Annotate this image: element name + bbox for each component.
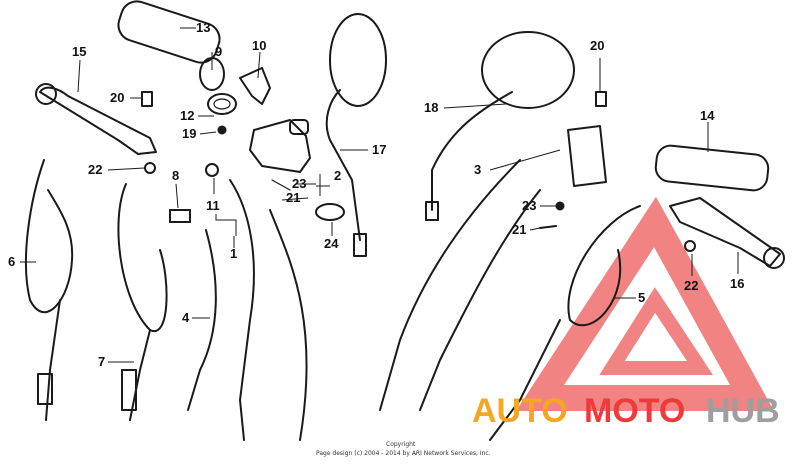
callout-9: 9	[215, 44, 222, 59]
callout-20-right: 20	[590, 38, 604, 53]
callout-17: 17	[372, 142, 386, 157]
part-2-switch-housing	[249, 119, 311, 191]
callout-1: 1	[230, 246, 237, 261]
part-17-left-mirror	[325, 13, 387, 257]
watermark-moto: MOTO	[584, 392, 685, 430]
callout-labels: 13 9 10 15 20 12 19 22 8 11 1 4 6 7 23 2…	[8, 20, 744, 369]
part-1-wire-harness	[229, 179, 308, 441]
part-10-bracket	[239, 67, 271, 105]
part-19-screw	[217, 125, 227, 135]
part-11-clip	[205, 163, 219, 177]
watermark-text: AUTO MOTO HUB	[472, 392, 780, 430]
callout-16: 16	[730, 276, 744, 291]
callout-13: 13	[196, 20, 210, 35]
part-20-bolt	[141, 91, 153, 107]
callout-23-left: 23	[292, 176, 306, 191]
part-4-choke-cable	[187, 229, 217, 411]
callout-24: 24	[324, 236, 339, 251]
callout-2: 2	[334, 168, 341, 183]
callout-22-right: 22	[684, 278, 698, 293]
part-7-throttle-cable	[117, 183, 168, 421]
part-6-clutch-cable	[24, 159, 74, 421]
watermark-logo	[515, 196, 775, 411]
watermark-auto: AUTO	[472, 392, 568, 430]
copyright-line-2: Page design (c) 2004 - 2014 by ARI Netwo…	[316, 450, 491, 457]
part-18-right-mirror	[425, 31, 575, 221]
callout-18: 18	[424, 100, 438, 115]
part-22-nut	[144, 162, 156, 174]
copyright-line-1: Copyright	[386, 441, 416, 448]
part-12-throttle-collar	[207, 93, 237, 115]
part-8-clip	[169, 209, 191, 223]
callout-8: 8	[172, 168, 179, 183]
callout-14: 14	[700, 108, 715, 123]
watermark-hub: HUB	[706, 392, 780, 430]
callout-23-right: 23	[522, 198, 536, 213]
callout-22-left: 22	[88, 162, 102, 177]
leader-lines	[20, 27, 739, 363]
part-15-clutch-lever	[35, 83, 157, 155]
callout-10: 10	[252, 38, 266, 53]
callout-19: 19	[182, 126, 196, 141]
part-16-brake-lever	[669, 197, 785, 269]
part-23-bolt	[555, 201, 565, 211]
callout-5: 5	[638, 290, 645, 305]
callout-11: 11	[206, 198, 220, 213]
callout-4: 4	[182, 310, 190, 325]
part-13-left-grip	[117, 0, 225, 91]
part-20-bolt-right	[595, 91, 607, 107]
callout-12: 12	[180, 108, 194, 123]
part-24-clamp	[315, 203, 345, 221]
callout-15: 15	[72, 44, 86, 59]
callout-7: 7	[98, 354, 105, 369]
callout-20-left: 20	[110, 90, 124, 105]
part-22-nut-right	[684, 240, 696, 252]
part-14-right-grip	[654, 144, 770, 192]
callout-21-right: 21	[512, 222, 526, 237]
callout-3: 3	[474, 162, 481, 177]
callout-6: 6	[8, 254, 15, 269]
part-21-screw	[539, 225, 557, 229]
part-3-right-switch	[379, 125, 607, 411]
callout-21-left: 21	[286, 190, 300, 205]
part-5-brake-cable	[489, 205, 641, 441]
